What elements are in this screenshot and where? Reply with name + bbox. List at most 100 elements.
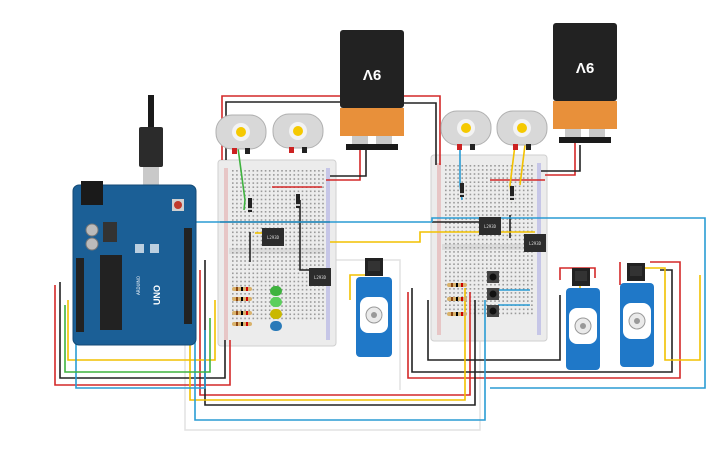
breadboard-hole	[453, 242, 455, 245]
breadboard-hole	[514, 288, 517, 290]
breadboard-hole	[277, 198, 279, 201]
breadboard-hole	[486, 251, 488, 253]
breadboard-hole	[522, 312, 525, 315]
breadboard-hole	[518, 255, 521, 257]
breadboard-hole	[305, 260, 308, 262]
breadboard-hole	[457, 193, 459, 196]
breadboard-hole	[502, 263, 504, 265]
breadboard-hole	[314, 247, 316, 250]
breadboard-hole	[285, 272, 287, 275]
breadboard-hole	[256, 219, 259, 221]
breadboard-hole	[449, 300, 451, 302]
breadboard-hole	[502, 222, 504, 224]
breadboard-hole	[293, 198, 296, 201]
breadboard-hole	[244, 256, 246, 258]
breadboard-hole	[289, 227, 291, 229]
breadboard-hole	[502, 189, 504, 192]
battery-9v-left[interactable]: 9V	[340, 30, 404, 150]
reset-button[interactable]	[174, 201, 182, 209]
breadboard-hole	[297, 297, 300, 299]
breadboard-hole	[252, 170, 255, 172]
breadboard-hole	[264, 293, 267, 295]
breadboard-hole	[445, 251, 447, 253]
arduino-uno-board[interactable]: UNO ARDUINO	[72, 95, 197, 346]
breadboard-hole	[477, 279, 480, 282]
motor-driver-chip-2[interactable]: L293D	[309, 268, 331, 286]
breadboard-hole	[494, 300, 496, 302]
breadboard-hole	[514, 165, 517, 167]
breadboard-hole	[498, 263, 500, 265]
breadboard-hole	[477, 238, 480, 241]
breadboard-hole	[498, 189, 500, 192]
breadboard-hole	[301, 211, 304, 213]
breadboard-hole	[236, 260, 238, 262]
breadboard-hole	[498, 296, 500, 298]
breadboard-hole	[502, 242, 504, 245]
breadboard-hole	[273, 268, 275, 270]
breadboard-hole	[289, 317, 291, 320]
breadboard-hole	[481, 242, 484, 245]
breadboard-hole	[449, 201, 451, 204]
breadboard-hole	[465, 275, 468, 278]
servo-1[interactable]	[356, 258, 392, 357]
breadboard-hole	[293, 170, 296, 172]
breadboard-hole	[498, 300, 500, 302]
motor-driver-chip-3[interactable]: L293D	[479, 217, 501, 235]
motor-driver-chip-4[interactable]: L293D	[524, 234, 546, 252]
breadboard-hole	[465, 226, 468, 229]
breadboard-hole	[314, 223, 316, 225]
servo-2[interactable]	[566, 268, 600, 370]
dc-motor-1[interactable]	[215, 114, 267, 154]
breadboard-hole	[236, 215, 238, 217]
breadboard-hole	[297, 264, 300, 266]
breadboard-hole	[527, 275, 529, 278]
breadboard-hole	[481, 292, 484, 294]
breadboard-hole	[260, 206, 263, 209]
breadboard-hole	[256, 268, 259, 270]
breadboard-hole	[522, 300, 525, 302]
breadboard-hole	[252, 174, 255, 176]
breadboard-hole	[486, 193, 488, 196]
battery-9v-right[interactable]: 9V	[553, 23, 617, 143]
breadboard-hole	[518, 312, 521, 315]
servo-3[interactable]	[620, 263, 654, 367]
dc-motor-4[interactable]	[496, 110, 548, 150]
breadboard-hole	[318, 170, 320, 172]
breadboard-hole	[240, 206, 242, 209]
breadboard-hole	[465, 296, 468, 298]
breadboard-hole	[240, 301, 242, 303]
breadboard-hole	[293, 264, 296, 266]
breadboard-hole	[260, 174, 263, 176]
breadboard-hole	[277, 272, 279, 275]
breadboard-hole	[522, 259, 525, 261]
breadboard-hole	[240, 247, 242, 250]
breadboard-hole	[506, 226, 509, 229]
breadboard-hole	[264, 247, 267, 250]
breadboard-hole	[514, 177, 517, 179]
breadboard-hole	[498, 185, 500, 188]
breadboard-hole	[264, 256, 267, 258]
breadboard-hole	[232, 243, 234, 246]
breadboard-hole	[281, 313, 283, 316]
breadboard-hole	[301, 235, 304, 238]
battery-left-label: 9V	[363, 66, 381, 83]
motor-driver-chip-1[interactable]: L293D	[262, 228, 284, 246]
dc-motor-2[interactable]	[272, 113, 324, 153]
breadboard-hole	[481, 251, 484, 253]
breadboard-hole	[236, 174, 238, 176]
dc-motor-3[interactable]	[440, 110, 492, 150]
breadboard-hole	[285, 198, 287, 201]
push-buttons[interactable]	[487, 271, 499, 317]
breadboard-hole	[486, 169, 488, 171]
breadboard-hole	[314, 227, 316, 229]
breadboard-hole	[244, 293, 246, 295]
breadboard-hole	[510, 296, 513, 298]
breadboard-hole	[301, 305, 304, 307]
breadboard-hole	[481, 181, 484, 183]
breadboard-hole	[502, 247, 504, 249]
breadboard-hole	[268, 272, 271, 275]
breadboard-hole	[297, 235, 300, 238]
breadboard-hole	[506, 267, 509, 270]
breadboard-hole	[256, 252, 259, 254]
breadboard-hole	[518, 283, 521, 286]
